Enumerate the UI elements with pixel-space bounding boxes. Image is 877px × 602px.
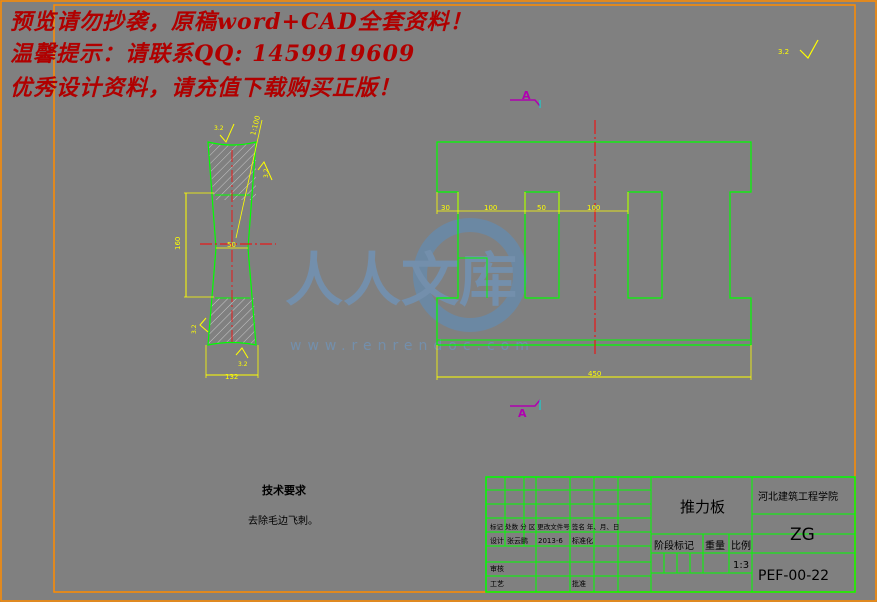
row-headers: 标记 处数 分 区 更改文件号 签名 年、月、日 [490, 522, 619, 531]
svg-text:审核: 审核 [490, 564, 504, 573]
svg-text:3.2: 3.2 [778, 48, 789, 56]
svg-text:50: 50 [537, 204, 546, 212]
logo-url: www.renrendoc.com [290, 338, 535, 354]
watermark-line-1: 预览请勿抄袭，原稿word+CAD全套资料！ [10, 9, 473, 35]
svg-text:批准: 批准 [572, 579, 586, 588]
svg-text:3.2: 3.2 [214, 125, 224, 132]
center-slot [524, 191, 560, 299]
watermark-line-2: 温馨提示：请联系QQ: 1459919609 [10, 41, 416, 67]
svg-text:重量: 重量 [705, 539, 725, 552]
svg-text:3.2: 3.2 [191, 324, 198, 334]
plate-outline [436, 141, 752, 346]
arrow-icon [510, 399, 541, 407]
svg-text:阶段标记: 阶段标记 [654, 539, 694, 552]
section-mark-top: A [510, 89, 541, 108]
svg-text:132: 132 [225, 373, 238, 381]
svg-text:张云鹏: 张云鹏 [507, 536, 528, 545]
svg-text:A: A [522, 89, 531, 102]
svg-text:160: 160 [174, 237, 182, 250]
drawing-number: PEF-00-22 [758, 568, 829, 584]
section-mark-bottom: A [510, 399, 541, 420]
tech-item: 去除毛边飞刺。 [248, 514, 318, 527]
svg-text:450: 450 [588, 370, 601, 378]
side-view: 160 50 132 1:100 3.2 3.2 3.2 3.2 [174, 115, 276, 381]
scale-value: 1:3 [733, 560, 749, 571]
svg-text:50: 50 [227, 241, 236, 249]
svg-text:工艺: 工艺 [490, 580, 504, 588]
svg-text:标准化: 标准化 [572, 536, 593, 545]
svg-text:100: 100 [587, 204, 600, 212]
watermark-line-3: 优秀设计资料，请充值下载购买正版！ [10, 75, 402, 101]
arrow-icon [510, 99, 541, 107]
check-icon [799, 39, 819, 59]
svg-text:3.2: 3.2 [263, 168, 270, 178]
roughness-symbol-corner: 3.2 [778, 39, 819, 59]
svg-text:设计: 设计 [490, 536, 504, 545]
svg-text:A: A [518, 407, 527, 420]
tech-title: 技术要求 [262, 483, 307, 497]
right-slot [627, 191, 663, 299]
inner-frame [53, 4, 856, 593]
material: ZG [790, 525, 815, 545]
title-block-text: 标记 处数 分 区 更改文件号 签名 年、月、日 设计 张云鹏 2013-6 标… [490, 490, 838, 588]
logo-ring-icon [413, 218, 527, 332]
part-name: 推力板 [680, 498, 725, 516]
svg-text:比例: 比例 [731, 539, 751, 552]
svg-text:100: 100 [484, 204, 497, 212]
svg-text:30: 30 [441, 204, 450, 212]
front-view: 30 100 50 100 450 [436, 120, 752, 380]
school-name: 河北建筑工程学院 [758, 490, 838, 503]
svg-text:1:100: 1:100 [249, 115, 262, 137]
watermark-logo: 人人文库 www.renrendoc.com [285, 218, 535, 354]
side-outline [207, 141, 257, 346]
title-block [485, 476, 856, 593]
logo-text: 人人文库 [285, 246, 517, 314]
svg-text:2013-6: 2013-6 [538, 537, 563, 545]
svg-text:3.2: 3.2 [238, 361, 248, 368]
